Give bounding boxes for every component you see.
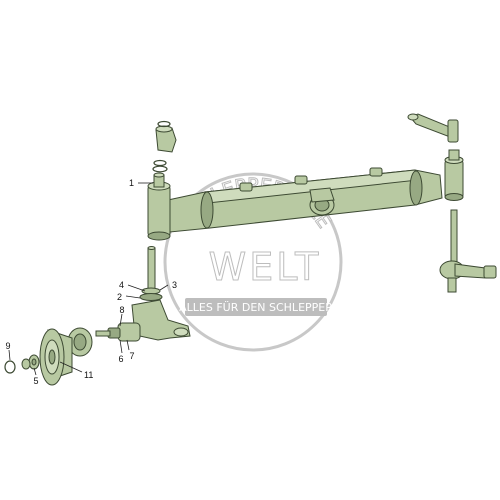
callout-4: 4	[119, 280, 124, 290]
callout-7: 7	[129, 351, 134, 361]
leader-lines	[8, 182, 169, 376]
watermark-banner	[185, 298, 327, 316]
watermark-banner-text: ALLES FÜR DEN SCHLEPPER	[179, 301, 333, 314]
right-kingpin-housing	[444, 149, 464, 201]
callout-3: 3	[172, 280, 177, 290]
callout-6: 6	[118, 354, 123, 364]
callout-8: 8	[119, 305, 124, 315]
axle-beam	[167, 167, 443, 233]
left-hub	[39, 327, 93, 386]
left-top-cap	[152, 120, 177, 173]
watermark-ring	[163, 172, 343, 352]
right-spindle	[439, 209, 497, 293]
callout-9: 9	[5, 341, 10, 351]
callout-11: 11	[84, 370, 93, 380]
right-steering-arm	[407, 113, 459, 143]
callout-labels: 1 2 3 4 5 6 7 8 9 11	[5, 178, 177, 386]
left-washers	[4, 354, 40, 374]
watermark-subtitle: WELT	[209, 245, 322, 289]
left-kingpin-housing	[147, 172, 171, 241]
left-spindle-assembly	[95, 246, 191, 342]
callout-2: 2	[117, 292, 122, 302]
callout-5: 5	[33, 376, 38, 386]
callout-1: 1	[129, 178, 134, 188]
